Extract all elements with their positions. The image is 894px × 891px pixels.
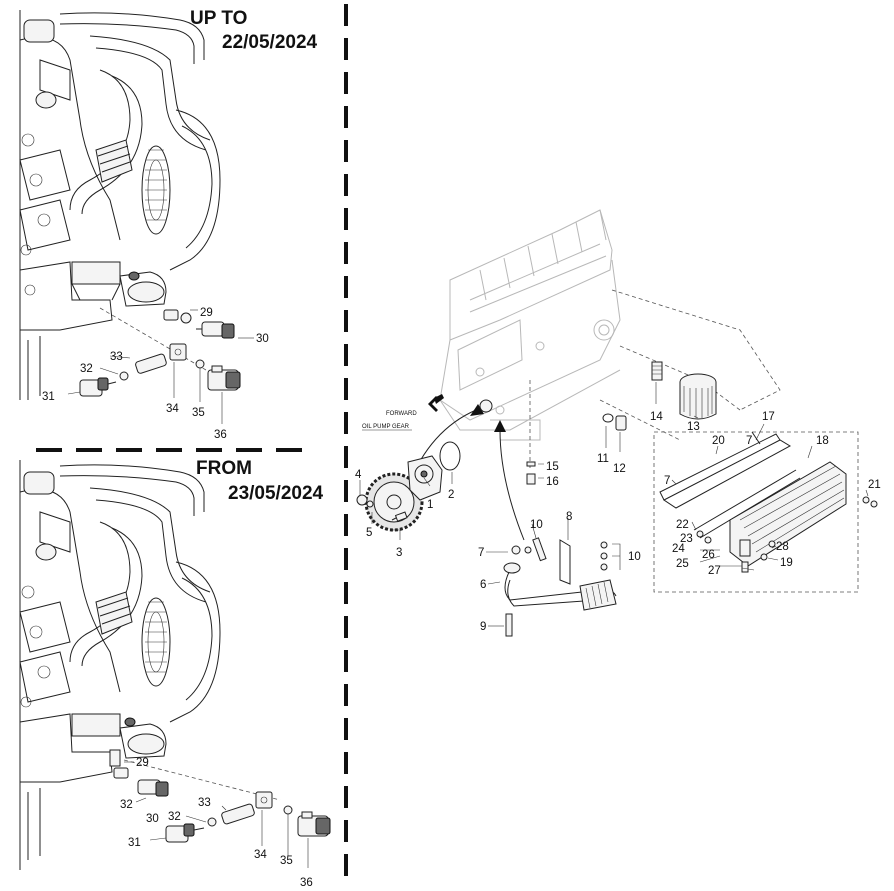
callout-r15: 15 [546, 461, 559, 473]
callout-r22: 22 [676, 519, 689, 531]
top-section-title-line2: 22/05/2024 [222, 32, 318, 53]
callout-r14: 14 [650, 411, 663, 423]
part-33-top [135, 353, 167, 374]
callout-32a-b: 32 [120, 799, 133, 811]
callout-r7a: 7 [478, 547, 484, 559]
callout-r23: 23 [680, 533, 693, 545]
callout-r17: 17 [762, 411, 775, 423]
callout-r2: 2 [448, 489, 454, 501]
callout-31-b: 31 [128, 837, 141, 849]
callout-32b-b: 32 [168, 811, 181, 823]
oil-pump-gear-label: OIL PUMP GEAR [362, 424, 410, 430]
part-31-top [79, 377, 117, 397]
callout-r18: 18 [816, 435, 829, 447]
bottom-section-title-line2: 23/05/2024 [228, 483, 324, 504]
fitting-14 [651, 361, 663, 381]
callout-34: 34 [166, 403, 179, 415]
forward-label: FORWARD [386, 411, 417, 417]
callout-r16: 16 [546, 476, 559, 488]
callout-30: 30 [256, 333, 269, 345]
callout-r13: 13 [687, 421, 700, 433]
callout-r11: 11 [597, 453, 609, 465]
callout-35-b: 35 [280, 855, 293, 867]
part-30-bottom [137, 779, 169, 797]
forward-arrow-icon [428, 394, 444, 412]
callout-33: 33 [110, 351, 123, 363]
callout-r6: 6 [480, 579, 486, 591]
callout-r7c: 7 [746, 435, 752, 447]
oil-pump [407, 455, 443, 501]
callout-30-b: 30 [146, 813, 159, 825]
callout-29-b: 29 [136, 757, 149, 769]
callout-r5: 5 [366, 527, 372, 539]
callout-36-b: 36 [300, 877, 313, 889]
callout-34-b: 34 [254, 849, 267, 861]
part-30-top [196, 321, 235, 339]
callout-29: 29 [200, 307, 213, 319]
callout-r1: 1 [427, 499, 433, 511]
part-29-bottom [113, 767, 129, 779]
callout-r26: 26 [702, 549, 715, 561]
callout-r7b: 7 [664, 475, 670, 487]
callout-r27: 27 [708, 565, 721, 577]
top-section-title-line1: UP TO [190, 8, 248, 29]
part-34-top [169, 343, 187, 361]
callout-36: 36 [214, 429, 227, 441]
callout-r20: 20 [712, 435, 725, 447]
callout-31: 31 [42, 391, 55, 403]
callout-r10a: 10 [530, 519, 543, 531]
callout-r10b: 10 [628, 551, 641, 563]
callout-r3: 3 [396, 547, 402, 559]
part-31-bottom [165, 823, 205, 843]
oil-cooler-group [653, 431, 878, 593]
callout-32: 32 [80, 363, 93, 375]
oil-pump-gear [364, 472, 424, 532]
part-36-top [207, 365, 241, 391]
callout-33-b: 33 [198, 797, 211, 809]
bottom-section-title-line1: FROM [196, 458, 252, 479]
callouts-right: 1 2 3 4 5 6 7 7 7 8 9 10 10 11 12 13 14 … [355, 411, 881, 633]
oil-suction-pipe [503, 539, 617, 611]
callout-r25: 25 [676, 558, 689, 570]
part-36-bottom [297, 811, 331, 837]
callout-r24: 24 [672, 543, 685, 555]
part-34-bottom [255, 791, 273, 809]
callouts-top: 29 30 31 32 33 34 35 36 [42, 307, 269, 441]
engine-view-top [19, 10, 254, 424]
callout-35: 35 [192, 407, 205, 419]
engine-block-ghost [439, 209, 621, 441]
callout-r9: 9 [480, 621, 486, 633]
callout-r4: 4 [355, 469, 362, 481]
engine-view-bottom [19, 460, 331, 870]
part-29-top [163, 309, 192, 324]
oil-filter [679, 373, 717, 420]
callout-r12: 12 [613, 463, 626, 475]
part-33-bottom [221, 803, 255, 825]
callout-r19: 19 [780, 557, 793, 569]
callout-r8: 8 [566, 511, 572, 523]
callouts-bottom: 29 30 31 32 32 33 34 35 36 [120, 757, 313, 889]
callout-r21: 21 [868, 479, 881, 491]
callout-r28: 28 [776, 541, 789, 553]
